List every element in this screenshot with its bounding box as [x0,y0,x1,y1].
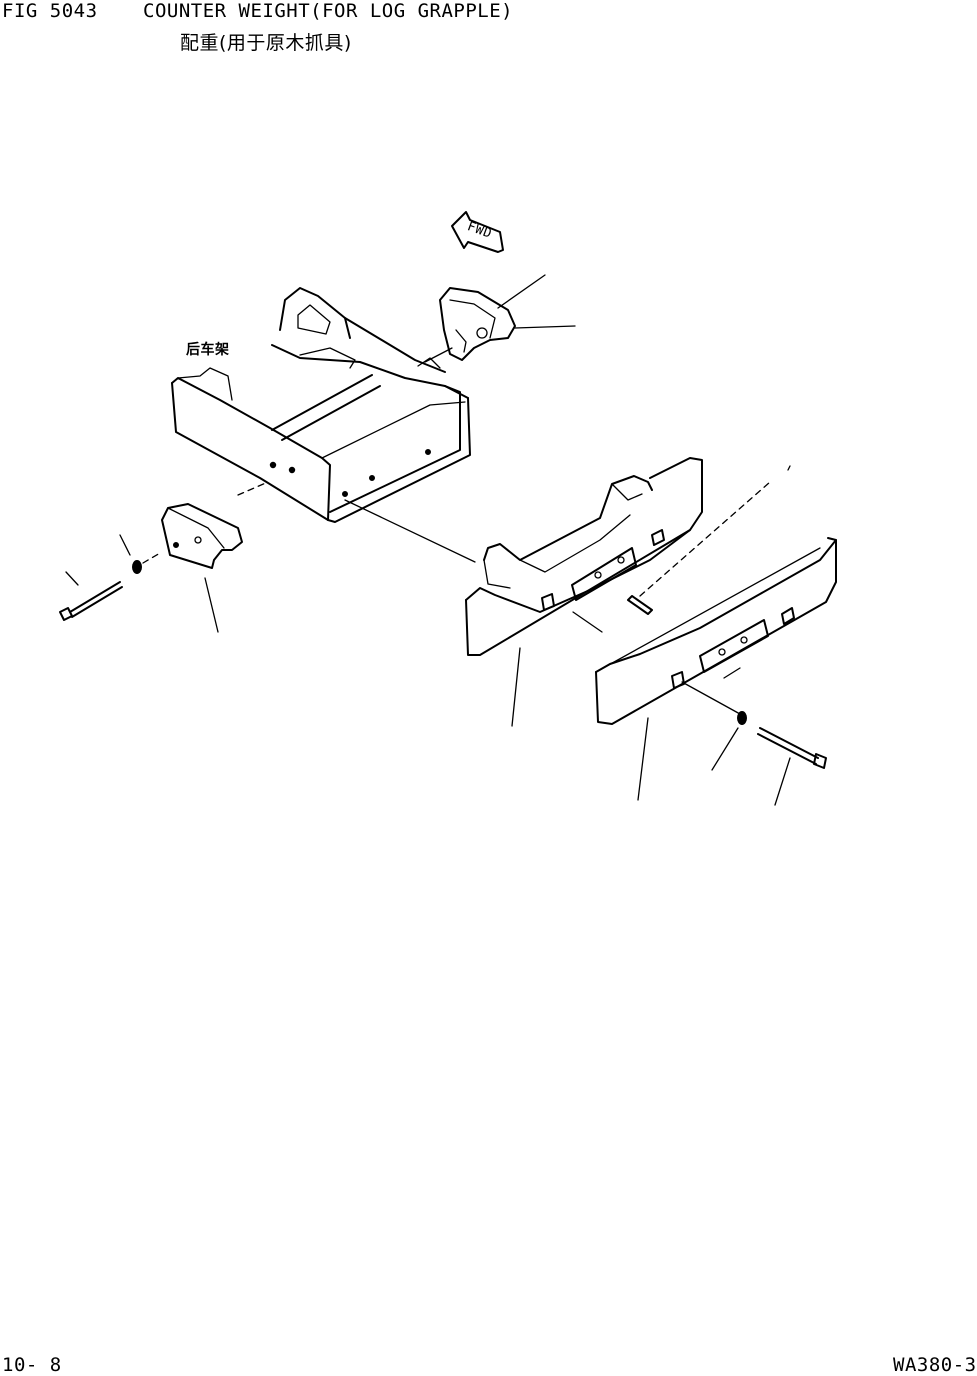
model-code: WA380-3 [893,1354,977,1376]
inner-counterweight [465,457,703,656]
rear-frame-label: 后车架 [186,342,230,358]
washer-left [132,560,142,574]
rear-frame [171,287,471,523]
bolt-left [59,581,123,621]
figure-number: FIG 5043 [2,0,98,22]
pin [627,595,653,615]
page-number: 10- 8 [2,1354,62,1376]
left-side-weight [161,503,243,569]
figure-subtitle: 配重(用于原木抓具) [180,32,352,54]
right-side-weight [439,287,516,361]
fwd-arrow-icon [451,211,504,253]
outer-counterweight [595,537,837,725]
bolt-right [757,727,827,769]
figure-title: COUNTER WEIGHT(FOR LOG GRAPPLE) [143,0,514,22]
washer-right [737,711,747,725]
